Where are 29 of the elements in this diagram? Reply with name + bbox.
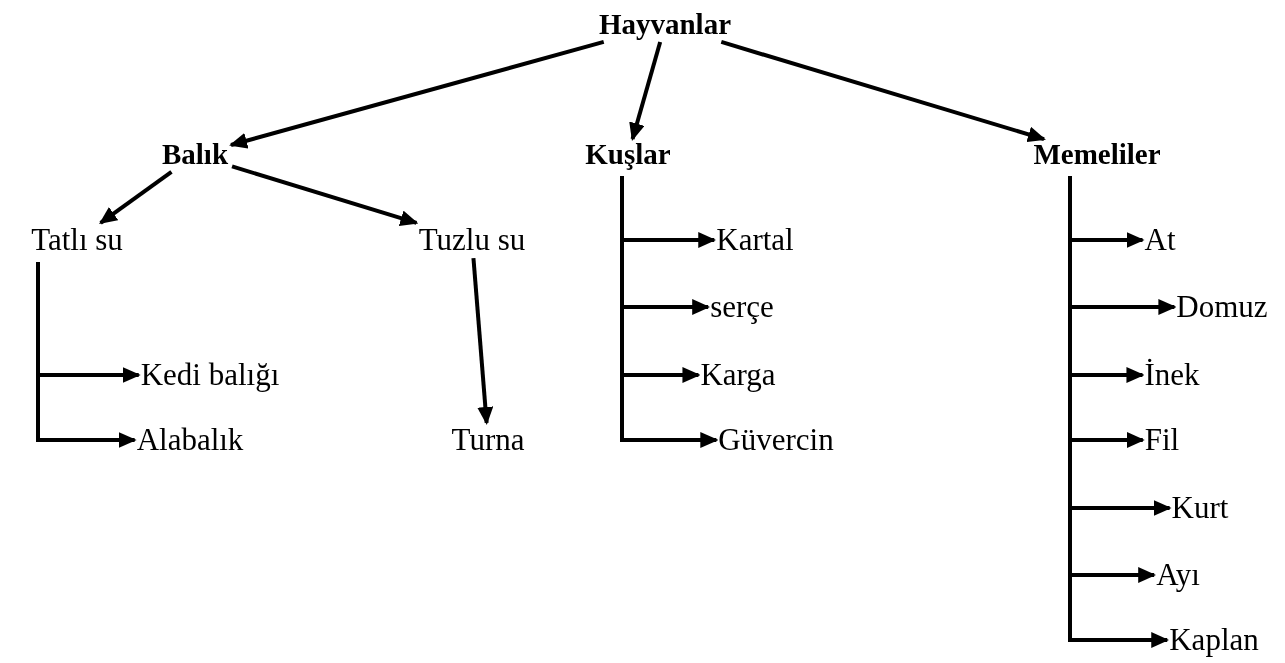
arrow [471, 257, 494, 425]
node-label: Fil [1144, 422, 1180, 458]
node-label: Turna [451, 422, 525, 458]
node-label: Tatlı su [31, 222, 123, 258]
node-label: Kurt [1171, 490, 1229, 526]
node-label: Memeliler [1033, 139, 1161, 171]
node-label: Güvercin [718, 422, 834, 458]
arrow [229, 40, 605, 149]
arrow [36, 262, 137, 448]
node-label: Kaplan [1169, 622, 1259, 658]
node-label: Kuşlar [585, 139, 671, 171]
arrow [231, 164, 419, 226]
node-label: At [1144, 222, 1176, 258]
node-label: Ayı [1156, 557, 1200, 593]
node-label: Hayvanlar [598, 9, 732, 41]
arrow [629, 41, 663, 141]
node-label: Karga [700, 357, 776, 393]
arrow [1068, 175, 1170, 648]
node-label: Kartal [716, 222, 794, 258]
node-label: Balık [161, 139, 229, 171]
node-label: Domuz [1176, 289, 1268, 325]
node-label: serçe [710, 289, 774, 325]
node-label: Kedi balığı [140, 357, 280, 393]
node-label: İnek [1144, 357, 1200, 393]
node-label: Tuzlu su [418, 222, 526, 258]
arrow [720, 40, 1046, 143]
node-label: Alabalık [136, 422, 244, 458]
arrow [620, 175, 719, 448]
arrow [99, 170, 173, 225]
